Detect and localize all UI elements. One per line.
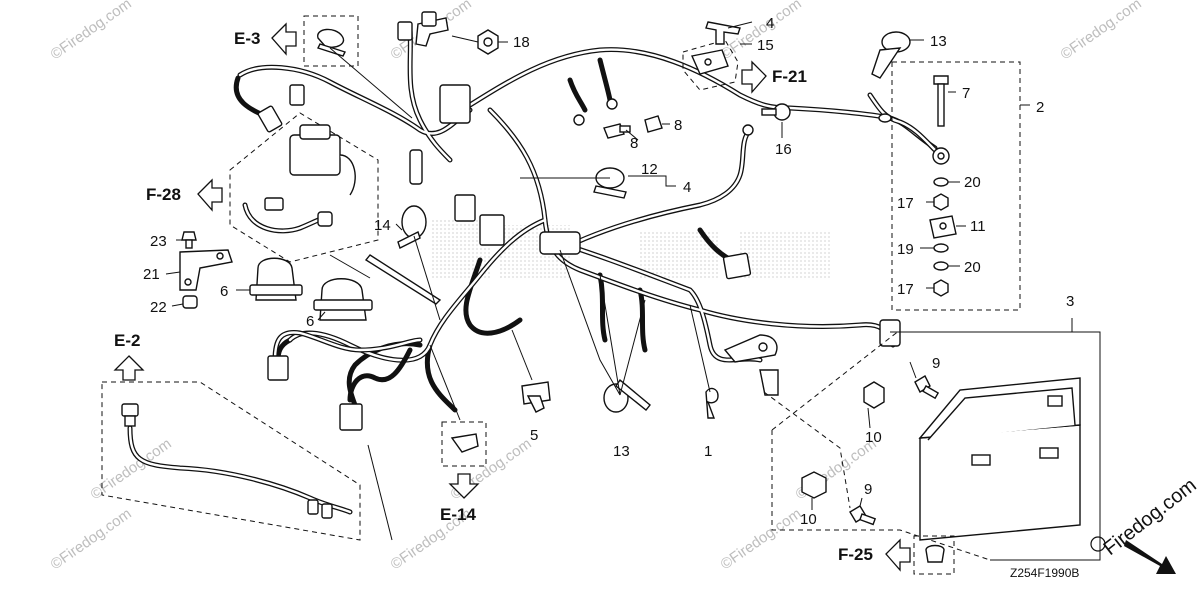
callout-22: 22 (150, 299, 167, 316)
clip-1 (705, 387, 719, 419)
bracket-21 (179, 249, 233, 291)
ref-f28-label: F-28 (146, 185, 181, 204)
clamp-12 (593, 167, 627, 199)
battery-group (771, 318, 1101, 561)
callout-14: 14 (374, 217, 391, 234)
hardware-stack (929, 177, 957, 297)
cap-22 (182, 295, 198, 309)
callout-2: 2 (1036, 99, 1044, 116)
bolt-8a (603, 123, 631, 139)
main-wire-harness (233, 21, 938, 413)
bolt-16 (761, 103, 791, 121)
bracket-f21 (682, 39, 739, 91)
callout-4: 4 (766, 15, 774, 32)
arrow-f28[interactable]: F-28 (146, 178, 223, 212)
callout-9: 9 (864, 481, 872, 498)
leader-line (367, 444, 393, 541)
callout-23: 23 (150, 233, 167, 250)
clamp-14 (397, 205, 427, 249)
callout-17: 17 (897, 281, 914, 298)
switch-part-18 (415, 11, 449, 47)
ref-e3-label: E-3 (234, 29, 260, 48)
watermark: ©Firedog.com (1058, 0, 1145, 63)
callout-19: 19 (897, 241, 914, 258)
arrow-e3[interactable]: E-3 (234, 22, 297, 56)
callout-8: 8 (630, 135, 638, 152)
ref-e2-label: E-2 (114, 331, 140, 350)
brand-text: Firedog.com (1100, 474, 1200, 560)
clip-5 (521, 381, 551, 413)
callout-18: 18 (513, 34, 530, 51)
callout-20: 20 (964, 174, 981, 191)
brand-logo: Firedog.com (1090, 474, 1200, 574)
relay-6a (249, 257, 303, 301)
callout-4: 4 (683, 179, 691, 196)
leader-line (329, 254, 371, 279)
relay-6b (313, 278, 373, 321)
sub-harness-e2 (101, 381, 361, 541)
cable-2 (867, 92, 950, 165)
nut-10b (801, 471, 827, 499)
arrow-f25[interactable]: F-25 (838, 538, 911, 572)
callout-13: 13 (930, 33, 947, 50)
nut-10a (863, 381, 885, 409)
relay-group-f28 (229, 112, 379, 263)
callout-8: 8 (674, 117, 682, 134)
callout-3: 3 (1066, 293, 1074, 310)
callout-1: 1 (704, 443, 712, 460)
bolt-9b (849, 505, 877, 526)
ref-f21-label: F-21 (772, 67, 807, 86)
callout-11: 11 (970, 218, 986, 235)
band-13-lower (603, 378, 651, 413)
ref-e14-label: E-14 (440, 505, 476, 524)
bolt-9a (914, 375, 940, 400)
callout-5: 5 (530, 427, 538, 444)
callout-12: 12 (641, 161, 658, 178)
arrow-e2[interactable]: E-2 (113, 331, 145, 381)
nut-18 (477, 29, 499, 55)
bolt-7 (933, 75, 949, 127)
watermark: ©Firedog.com (718, 505, 805, 573)
callout-20: 20 (964, 259, 981, 276)
callout-17: 17 (897, 195, 914, 212)
ref-f25-label: F-25 (838, 545, 873, 564)
leader-line (763, 391, 851, 509)
callout-10: 10 (865, 429, 882, 446)
diagram-code: Z254F1990B (1010, 566, 1079, 580)
callout-13: 13 (613, 443, 630, 460)
callout-6: 6 (306, 313, 314, 330)
band-13-top (871, 31, 911, 79)
ground-clip-e3 (303, 15, 359, 67)
callout-6: 6 (220, 283, 228, 300)
callout-9: 9 (932, 355, 940, 372)
bolt-23 (181, 231, 197, 249)
ring-terminals (573, 98, 754, 136)
callout-numbers: 18 4 15 13 7 2 8 8 16 12 4 20 17 11 14 1… (143, 15, 1074, 528)
part2-box (891, 61, 1021, 311)
callout-21: 21 (143, 266, 160, 283)
arrow-f21[interactable]: F-21 (741, 60, 807, 94)
leader-lines (165, 21, 966, 510)
callout-15: 15 (757, 37, 774, 54)
callout-16: 16 (775, 141, 792, 158)
clip-e14 (441, 421, 487, 467)
sub-harness (267, 254, 442, 431)
watermark: ©Firedog.com (48, 0, 135, 63)
arrow-icon (1124, 540, 1176, 574)
callout-7: 7 (962, 85, 970, 102)
watermark: ©Firedog.com (48, 505, 135, 573)
callout-10: 10 (800, 511, 817, 528)
bolt-8b (644, 115, 663, 133)
arrow-e14[interactable]: E-14 (440, 473, 480, 524)
cap-f25 (913, 535, 955, 575)
